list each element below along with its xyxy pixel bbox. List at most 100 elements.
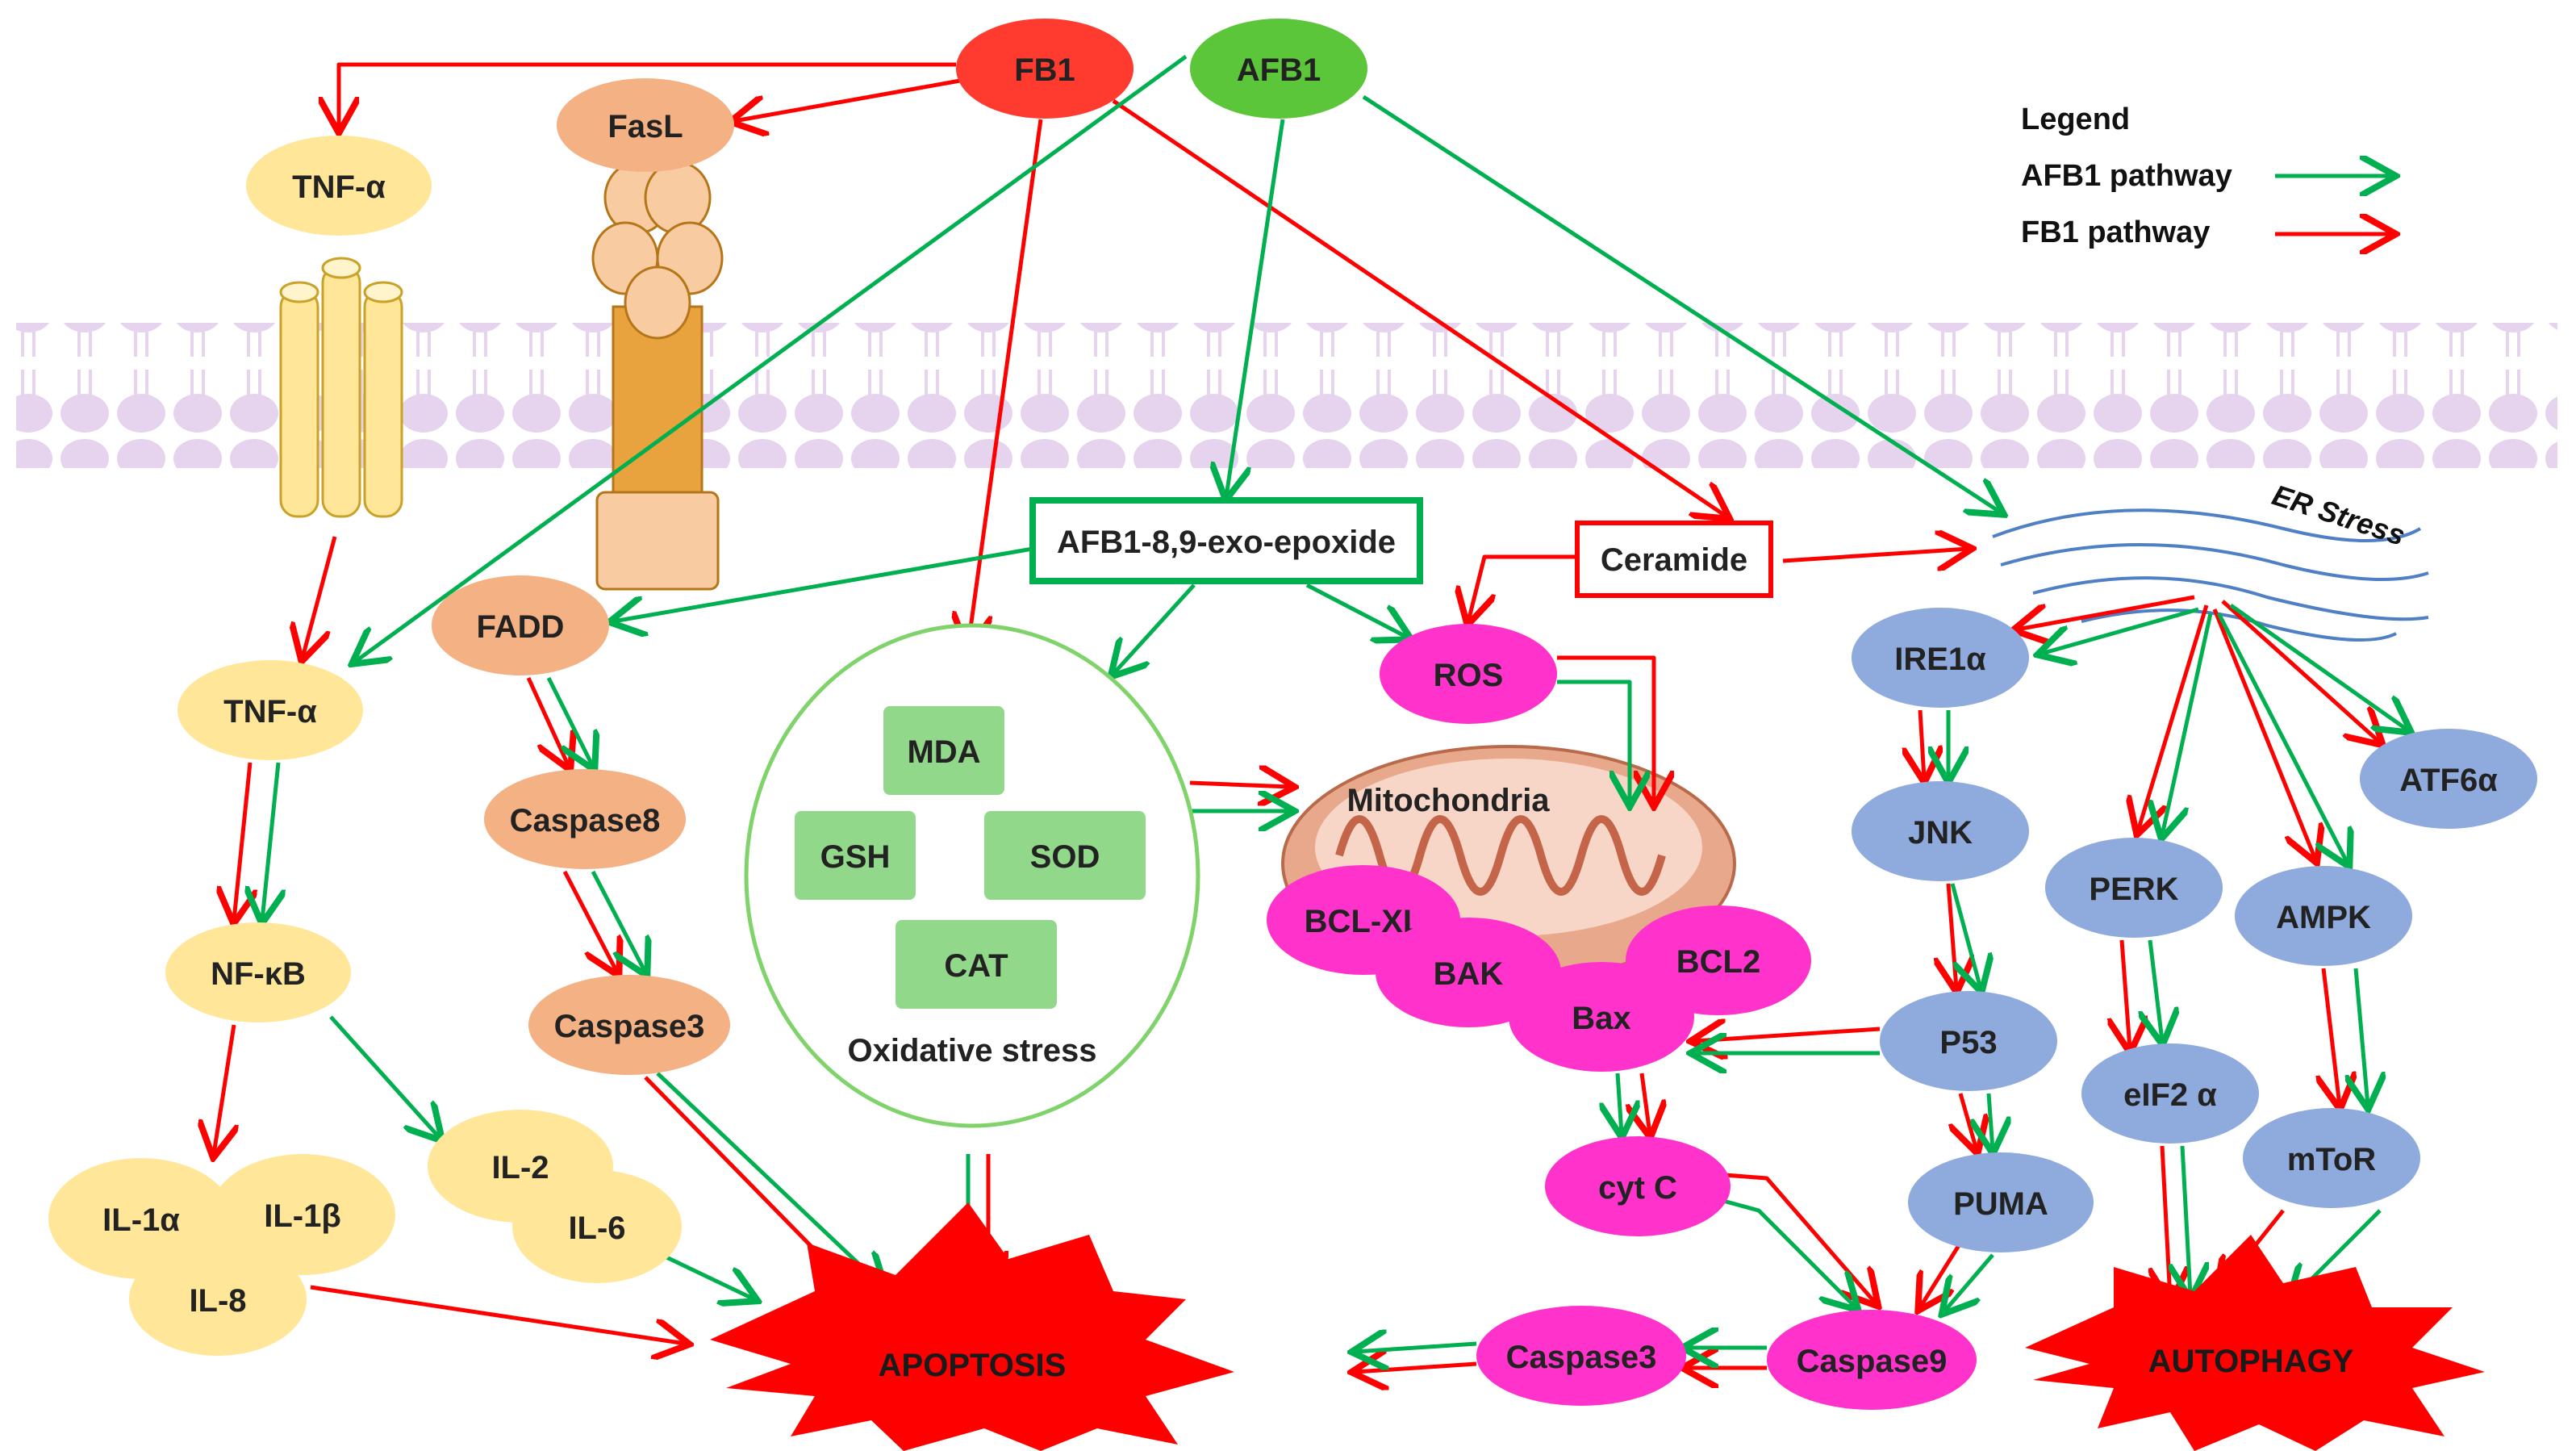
fb1-pathway-arrow-23 [1694,1029,1881,1041]
ampk-node [2235,866,2412,966]
autophagy-burst [2025,1235,2485,1451]
il1a-label: IL-1α [102,1202,180,1238]
fas-receptor [591,161,724,591]
caspase3-right-label: Caspase3 [1506,1340,1657,1375]
bax-node [1509,962,1694,1072]
ceramide-label: Ceramide [1601,542,1747,578]
fadd-node [432,575,609,675]
caspase8-label: Caspase8 [510,803,661,838]
atf6a-node [2360,729,2537,829]
mda-label: MDA [907,734,980,770]
eif2a-node [2081,1043,2259,1144]
ire1a-node [1852,608,2029,708]
cell-membrane [16,323,2557,468]
fb1-pathway-arrow-8 [214,1024,234,1154]
mda-box [883,706,1004,795]
nfkb-node [165,922,351,1022]
fb1-pathway-arrow-17 [2138,604,2209,831]
caspase3-right-node [1476,1306,1686,1406]
fb1-pathway-arrow-5 [1468,554,1577,621]
afb1-pathway-arrow-35 [1362,94,2001,512]
afb1-node [1190,19,1367,119]
afb1-pathway-arrow-51 [2229,603,2408,730]
afb1-pathway-arrow-54 [1989,1093,1993,1150]
fasl-node [557,78,734,172]
il2-label: IL-2 [491,1150,549,1185]
tnf-receptor [279,257,403,518]
fb1-pathway-arrow-25 [1714,1172,1876,1303]
afb1-pathway-arrow-63 [2356,968,2368,1106]
il6-node [512,1170,682,1283]
caspase3-left-label: Caspase3 [554,1009,705,1044]
endoplasmic-reticulum-icon [1992,508,2429,642]
sod-label: SOD [1030,839,1100,875]
legend: Legend AFB1 pathway FB1 pathway [2021,102,2392,249]
jnk-node [1852,781,2029,881]
fasl-label: FasL [607,109,683,144]
fb1-pathway-arrow-9 [526,676,569,767]
fb1-pathway-arrow-28 [1355,1364,1477,1372]
il8-node [129,1243,307,1356]
afb1-pathway-arrow-43 [591,870,645,972]
legend-afb1-label: AFB1 pathway [2021,159,2232,193]
afb1-pathway-arrow-44 [656,1072,883,1287]
fb1-pathway-arrow-29 [2122,939,2130,1049]
afb1-pathway-arrow-53 [1950,883,1981,989]
fb1-pathway-arrow-18 [2212,608,2315,859]
fb1-pathway-arrow-22 [1960,1093,1977,1150]
tnf-alpha-label: TNF-α [223,694,317,730]
afb1-pathway-arrow-41 [660,1252,754,1299]
afb1-pathway-arrow-58 [1944,1253,1994,1311]
mtor-label: mToR [2287,1142,2376,1177]
fb1-pathway-arrow-14 [1189,783,1291,787]
il1b-label: IL-1β [264,1198,341,1234]
fb1-label: FB1 [1014,52,1075,88]
eif2a-label: eIF2 α [2123,1077,2217,1113]
afb1-pathway-arrow-40 [329,1015,440,1138]
autophagy-label: AUTOPHAGY [2148,1344,2354,1379]
tnf-alpha-ligand-node [246,136,432,236]
legend-fb1-label: FB1 pathway [2021,215,2210,249]
ros-node [1380,624,1557,724]
p53-label: P53 [1939,1025,1997,1060]
perk-node [2045,838,2223,938]
apoptosis-burst [710,1202,1234,1451]
afb1-pathway-arrow-57 [1714,1196,1856,1307]
fb1-pathway-arrow-30 [2162,1145,2170,1299]
p53-node [1880,991,2057,1091]
bclxl-label: BCL-XL [1305,904,1423,939]
fb1-pathway-arrow-16 [2017,595,2195,629]
afb1-pathway-arrow-38 [1305,583,1408,638]
fb1-node [956,19,1134,119]
fb1-pathway-arrow-3 [1112,98,1726,516]
afb1-pathway-arrow-36 [613,546,1033,621]
apoptosis-label: APOPTOSIS [879,1348,1067,1383]
afb1-pathway-arrow-49 [2162,613,2213,835]
afb1-pathway-arrow-56 [1618,1073,1622,1134]
afb1-pathway-arrow-37 [1113,583,1196,674]
mitochondria-label: Mitochondria [1346,783,1550,818]
fb1-pathway-arrow-1 [734,78,961,121]
fb1-pathway-arrow-20 [1920,709,1924,779]
ampk-label: AMPK [2276,900,2371,935]
tnf-alpha-ligand-label: TNF-α [292,169,386,205]
cat-label: CAT [944,948,1008,984]
afb1-pathway-arrow-50 [2216,612,2348,863]
nfkb-label: NF-κB [211,956,306,992]
gsh-label: GSH [820,839,891,875]
ros-label: ROS [1434,658,1504,693]
oxidative-stress-label: Oxidative stress [847,1033,1096,1068]
caspase8-node [484,769,686,869]
perk-label: PERK [2089,872,2178,907]
afb1-pathway-arrow-61 [2150,939,2162,1041]
bcl2-label: BCL2 [1676,944,1760,980]
afb1-pathway-arrow-60 [1355,1344,1477,1352]
sod-box [984,811,1146,900]
caspase9-node [1767,1310,1977,1410]
puma-node [1908,1152,2094,1252]
fadd-label: FADD [477,609,565,645]
legend-title: Legend [2021,102,2130,136]
cytc-label: cyt C [1598,1170,1677,1206]
caspase9-label: Caspase9 [1797,1344,1948,1379]
fb1-pathway-arrow-12 [310,1285,686,1344]
